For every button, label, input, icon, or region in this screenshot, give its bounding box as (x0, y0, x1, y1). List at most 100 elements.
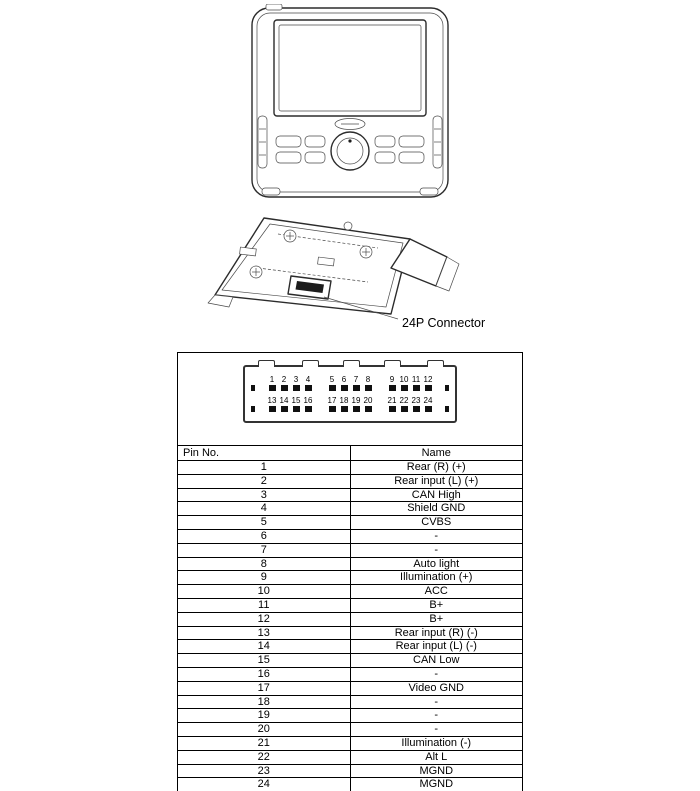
pin-name-cell: - (349, 722, 523, 737)
pin-name-cell: B+ (349, 611, 523, 627)
pin-number-cell: 15 (177, 653, 351, 668)
pin-name-cell: Rear (R) (+) (349, 460, 523, 475)
pin-slot (304, 385, 312, 391)
pin-number-cell: 24 (177, 777, 351, 791)
connector-latch-tab (427, 360, 444, 367)
bottom-right-ear (419, 187, 439, 196)
top-tab (265, 4, 283, 11)
pin-name-cell: MGND (349, 777, 523, 791)
pin-number: 12 (423, 375, 433, 384)
connector-latch-tab (258, 360, 275, 367)
pin-name-cell: Shield GND (349, 501, 523, 517)
pin-slot (388, 385, 396, 391)
pin-name-cell: - (349, 694, 523, 710)
pin-name-cell: Video GND (349, 680, 523, 696)
pin-number-cell: 6 (177, 528, 351, 544)
pin-number-cell: 9 (177, 570, 351, 586)
pin-slot (424, 385, 432, 391)
pin-slot (328, 385, 336, 391)
pin-slot (268, 406, 276, 412)
table-row: 19- (177, 708, 523, 724)
pin-number: 3 (293, 375, 299, 384)
pin-name-cell: B+ (349, 597, 523, 613)
eject-button (334, 118, 366, 130)
pin-name-cell: Illumination (+) (349, 570, 523, 586)
pin-name-cell: - (349, 666, 523, 682)
pin-number: 14 (279, 396, 289, 405)
pin-number: 6 (341, 375, 347, 384)
name-header: Name (349, 445, 523, 461)
pin-no-header: Pin No. (177, 445, 351, 461)
pin-slot (292, 406, 300, 412)
control-knob (330, 131, 370, 171)
pin-number: 1 (269, 375, 275, 384)
pin-number-cell: 21 (177, 735, 351, 751)
pin-number: 5 (329, 375, 335, 384)
pin-number: 20 (363, 396, 373, 405)
pin-number: 15 (291, 396, 301, 405)
right-buttons (374, 135, 425, 164)
pin-number-cell: 22 (177, 749, 351, 765)
pin-number-cell: 17 (177, 680, 351, 696)
table-row: 6- (177, 528, 523, 544)
pin-number: 8 (365, 375, 371, 384)
pin-number: 11 (411, 375, 421, 384)
pin-number: 2 (281, 375, 287, 384)
pin-number: 13 (267, 396, 277, 405)
pin-number-cell: 23 (177, 763, 351, 779)
table-row: 16- (177, 666, 523, 682)
pin-name-cell: ACC (349, 584, 523, 599)
pin-number-cell: 8 (177, 556, 351, 572)
pin-number-cell: 10 (177, 584, 351, 599)
left-buttons (275, 135, 326, 164)
pin-slot (412, 385, 420, 391)
pin-slot (364, 406, 372, 412)
display-screen (273, 19, 427, 117)
connector-latch-tab (302, 360, 319, 367)
pin-number: 7 (353, 375, 359, 384)
pin-number-cell: 19 (177, 708, 351, 724)
pin-name-cell: CVBS (349, 515, 523, 530)
connector-24p (287, 275, 332, 300)
pin-slot (352, 406, 360, 412)
pin-slot (424, 406, 432, 412)
pin-slot (400, 406, 408, 412)
pin-number-cell: 12 (177, 611, 351, 627)
pin-number: 4 (305, 375, 311, 384)
pin-number-cell: 11 (177, 597, 351, 613)
mounting-bracket (390, 238, 460, 292)
pin-name-cell: - (349, 528, 523, 544)
pin-number: 21 (387, 396, 397, 405)
rear-panel (214, 217, 411, 315)
connector-latch-tab (343, 360, 360, 367)
pin-slot (280, 385, 288, 391)
connector-latch-tab (384, 360, 401, 367)
pin-name-cell: Alt L (349, 749, 523, 765)
pin-number-cell: 7 (177, 542, 351, 558)
pin-slot (400, 385, 408, 391)
pin-number: 18 (339, 396, 349, 405)
pin-slot (268, 385, 276, 391)
pin-number-cell: 1 (177, 460, 351, 475)
pin-number-cell: 13 (177, 625, 351, 641)
bottom-left-ear (261, 187, 281, 196)
pin-name-cell: Auto light (349, 556, 523, 572)
table-row: 7- (177, 542, 523, 558)
pin-slot (388, 406, 396, 412)
callout-leader-line (323, 296, 399, 320)
